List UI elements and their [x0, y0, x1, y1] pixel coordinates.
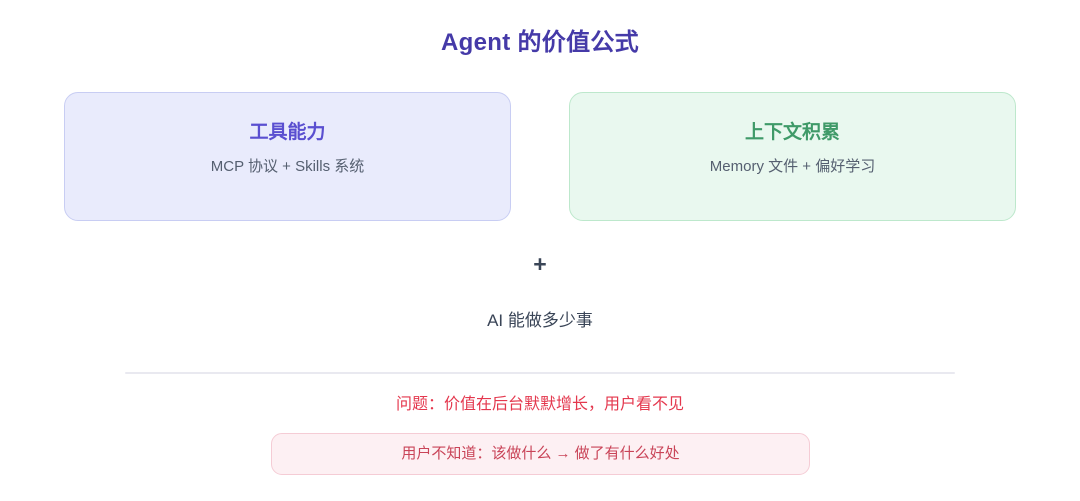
section-divider	[125, 372, 955, 374]
formula-card-tools: 工具能力 MCP 协议 + Skills 系统	[64, 92, 511, 221]
formula-card-context-subtitle: Memory 文件 + 偏好学习	[709, 157, 876, 175]
formula-result-label: AI 能做多少事	[487, 311, 593, 330]
formula-card-tools-title: 工具能力	[249, 122, 326, 143]
formula-cards-row: 工具能力 MCP 协议 + Skills 系统 上下文积累 Memory 文件 …	[64, 92, 1016, 221]
problem-statement: 问题：价值在后台默默增长，用户看不见	[395, 396, 684, 413]
formula-card-context-title: 上下文积累	[744, 122, 840, 143]
formula-card-tools-subtitle: MCP 协议 + Skills 系统	[210, 157, 365, 175]
problem-callout-label: 用户不知道：该做什么 → 做了有什么好处	[401, 445, 680, 462]
problem-callout-badge: 用户不知道：该做什么 → 做了有什么好处	[271, 433, 810, 475]
formula-card-context: 上下文积累 Memory 文件 + 偏好学习	[569, 92, 1016, 221]
page-title: Agent 的价值公式	[441, 29, 639, 56]
plus-operator-icon: +	[533, 251, 547, 277]
